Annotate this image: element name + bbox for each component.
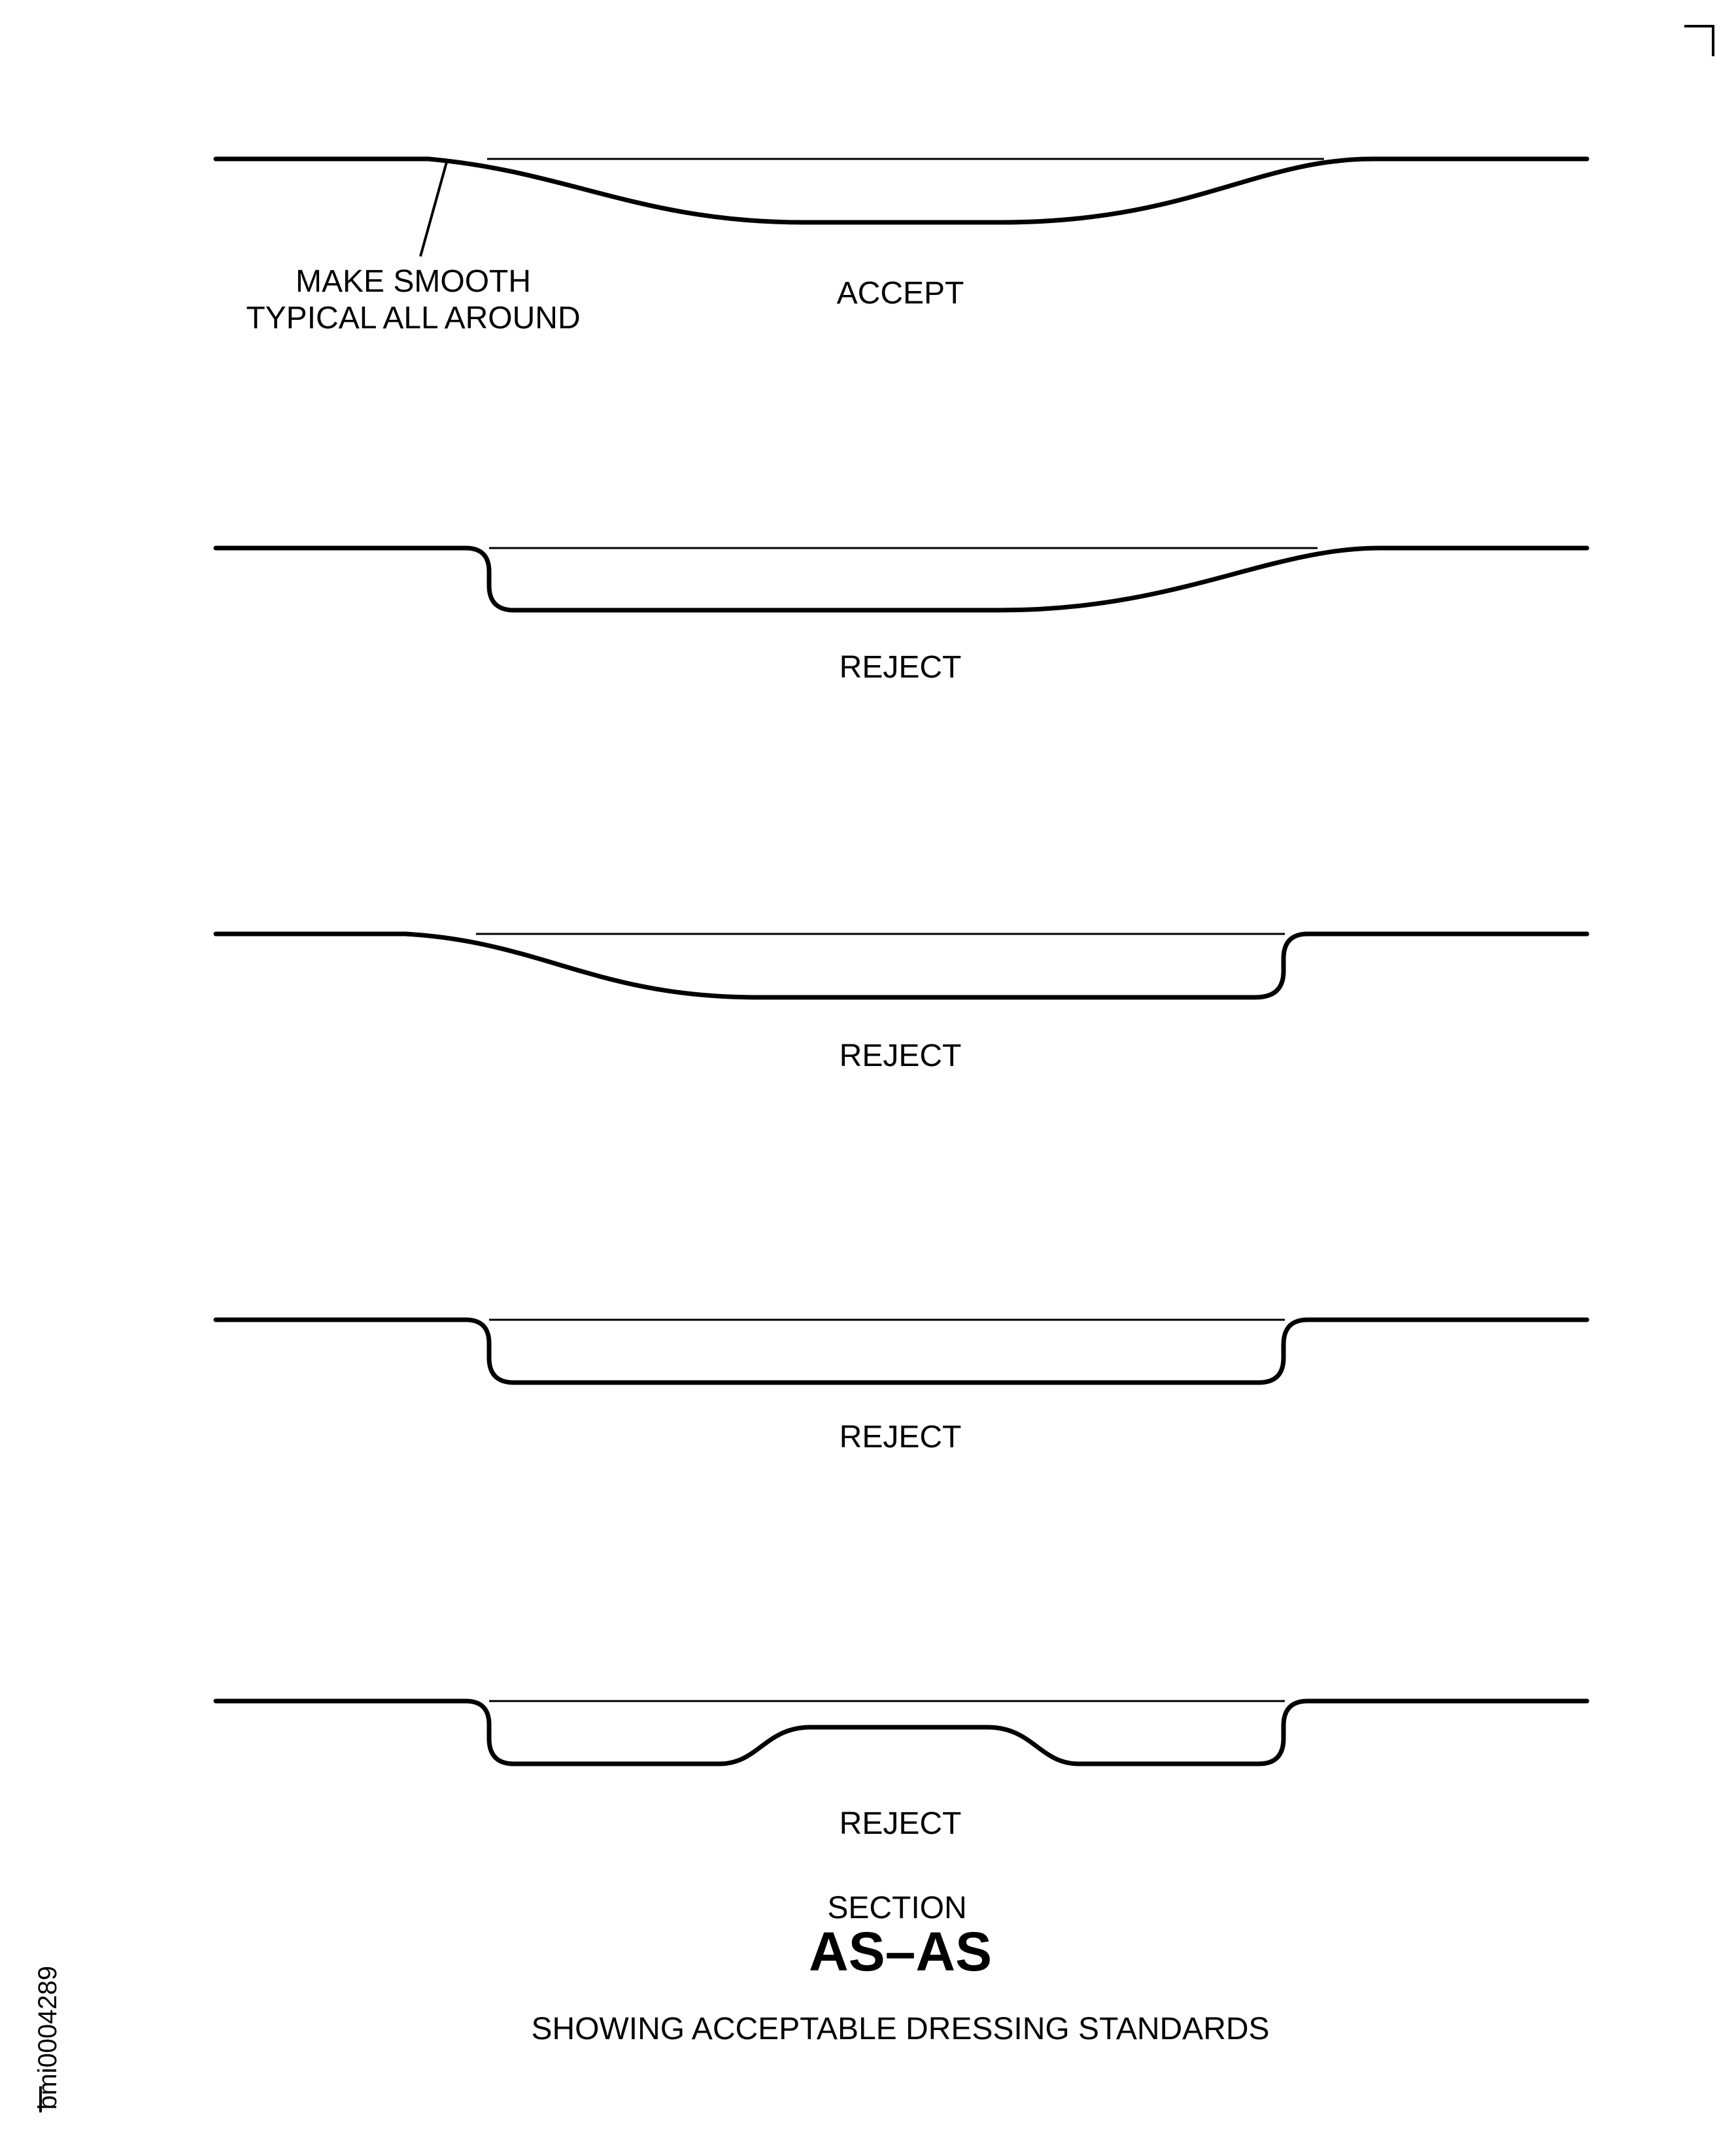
section-name: AS–AS xyxy=(809,1921,992,1982)
note-make-smooth: MAKE SMOOTH xyxy=(296,264,531,299)
profile-label: REJECT xyxy=(840,1806,962,1841)
note-typical-all-around: TYPICAL ALL AROUND xyxy=(246,301,580,336)
profile-label: REJECT xyxy=(840,650,962,685)
dressed-surface-profile xyxy=(213,545,1590,613)
profile-reject-3: REJECT xyxy=(213,1317,1590,1454)
profile-reject-4: REJECT xyxy=(213,1698,1590,1841)
profile-label: REJECT xyxy=(840,1039,962,1073)
dressed-surface-profile xyxy=(213,1698,1590,1766)
section-prefix: SECTION xyxy=(827,1891,966,1925)
profile-reject-2: REJECT xyxy=(213,931,1590,1073)
profile-reject-1: REJECT xyxy=(213,545,1590,685)
note-leader-line xyxy=(419,162,448,257)
frame-corner-top-right xyxy=(1684,25,1714,56)
dressed-surface-profile xyxy=(213,1317,1590,1385)
section-title-block: SECTION AS–AS SHOWING ACCEPTABLE DRESSIN… xyxy=(531,1891,1269,2046)
profile-label: ACCEPT xyxy=(837,276,964,311)
dressed-surface-profile xyxy=(213,931,1590,1000)
section-caption: SHOWING ACCEPTABLE DRESSING STANDARDS xyxy=(531,2012,1269,2046)
profile-label: REJECT xyxy=(840,1420,962,1454)
figure-id: bmi0004289 xyxy=(33,1966,62,2110)
profile-accept: MAKE SMOOTH TYPICAL ALL AROUND ACCEPT xyxy=(213,156,1590,336)
dressed-surface-profile xyxy=(213,156,1590,225)
